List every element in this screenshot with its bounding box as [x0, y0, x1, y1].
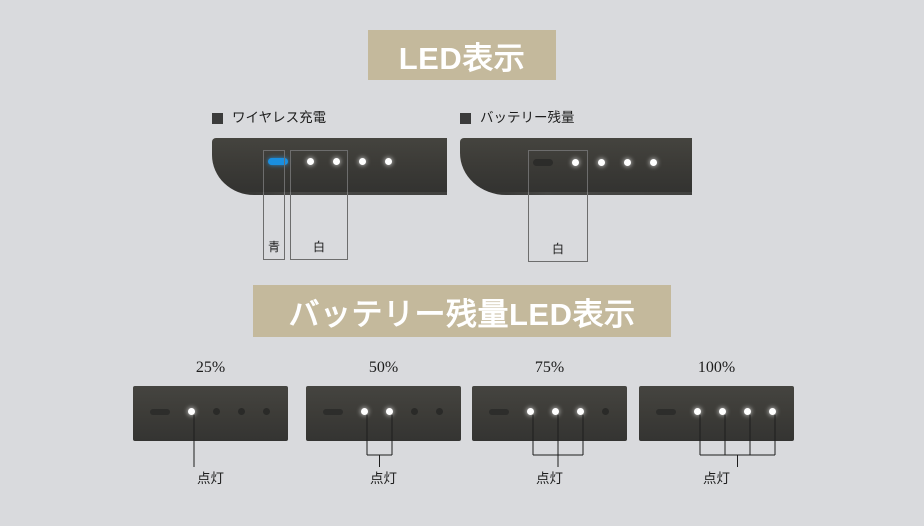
battery-panel-100-dot-led-2 [719, 408, 726, 415]
battery-panel-75: 75% 点灯 [472, 359, 627, 485]
battery-panel-100-dot-led-1 [694, 408, 701, 415]
battery-panel-75-dot-led-1 [527, 408, 534, 415]
battery-panel-25-percent: 25% [195, 359, 226, 376]
callout-label-white: 白 [312, 240, 325, 254]
callout-label-white: 白 [551, 242, 564, 256]
battery-panel-75-bar-led [489, 408, 509, 415]
battery-panel-100-device [639, 386, 794, 441]
battery-panel-50-led-row [323, 408, 443, 415]
wireless-charging-group: ワイヤレス充電 青 白 [212, 110, 447, 260]
battery-panel-25-dot-led-3 [238, 408, 245, 415]
led-display-banner: LED表示 [368, 30, 556, 80]
wireless-dot-led-2 [333, 158, 340, 165]
battery-led-display-banner: バッテリー残量LED表示 [253, 285, 671, 337]
wireless-dot-led-1 [307, 158, 314, 165]
wireless-device-illustration: 青 白 [212, 138, 447, 260]
callout-box-white: 白 [528, 150, 588, 262]
wireless-dot-led-3 [359, 158, 366, 165]
battery-panel-75-dot-led-2 [552, 408, 559, 415]
battery-panel-25: 25% 点灯 [133, 359, 288, 485]
battery-panel-75-dot-led-3 [577, 408, 584, 415]
battery-panel-100-dot-led-3 [744, 408, 751, 415]
battery-panel-75-dot-led-4 [602, 408, 609, 415]
battery-panel-25-device [133, 386, 288, 441]
battery-panel-50: 50% 点灯 [306, 359, 461, 485]
wireless-bar-led [268, 158, 288, 165]
battery-panel-100-dot-led-4 [769, 408, 776, 415]
battery-panel-75-percent: 75% [534, 359, 565, 376]
battery-panel-100-caption: 点灯 [703, 471, 730, 486]
battery-panel-100: 100% 点灯 [639, 359, 794, 485]
battery-panel-25-dot-led-1 [188, 408, 195, 415]
battery-panel-50-dot-led-3 [411, 408, 418, 415]
battery-dot-led-3 [624, 159, 631, 166]
battery-panel-50-caption: 点灯 [370, 471, 397, 486]
battery-dot-led-2 [598, 159, 605, 166]
battery-panel-100-percent: 100% [697, 359, 736, 376]
battery-panel-50-percent: 50% [368, 359, 399, 376]
battery-panel-25-caption: 点灯 [197, 471, 224, 486]
wireless-charging-label: ワイヤレス充電 [232, 110, 327, 126]
battery-level-group: バッテリー残量 白 [460, 110, 692, 262]
wireless-charging-header: ワイヤレス充電 [212, 110, 447, 126]
square-bullet-icon [212, 112, 223, 124]
battery-bar-led [533, 159, 553, 166]
battery-panel-100-led-row [656, 408, 776, 415]
battery-level-header: バッテリー残量 [460, 110, 692, 126]
battery-panel-75-device [472, 386, 627, 441]
callout-box-white: 白 [290, 150, 348, 260]
wireless-dot-led-4 [385, 158, 392, 165]
battery-panel-50-bar-led [323, 408, 343, 415]
wireless-led-row [268, 158, 392, 165]
battery-panel-50-connector [366, 415, 393, 467]
battery-panel-25-led-row [150, 408, 270, 415]
callout-label-blue: 青 [267, 240, 280, 254]
battery-panel-100-bar-led [656, 408, 676, 415]
battery-dot-led-1 [572, 159, 579, 166]
battery-led-display-banner-title: バッテリー残量LED表示 [288, 296, 636, 332]
battery-level-label: バッテリー残量 [480, 110, 575, 126]
battery-panel-50-dot-led-2 [386, 408, 393, 415]
battery-panel-25-connector [193, 415, 195, 467]
battery-panel-75-led-row [489, 408, 609, 415]
battery-panel-25-bar-led [150, 408, 170, 415]
led-display-banner-title: LED表示 [398, 40, 526, 76]
battery-panel-100-connector [699, 415, 776, 467]
battery-dot-led-4 [650, 159, 657, 166]
battery-panel-75-caption: 点灯 [536, 471, 563, 486]
battery-panel-50-device [306, 386, 461, 441]
square-bullet-icon [460, 112, 471, 124]
battery-device-illustration: 白 [460, 138, 692, 262]
battery-led-row [533, 159, 657, 166]
battery-panel-50-dot-led-1 [361, 408, 368, 415]
battery-panel-25-dot-led-4 [263, 408, 270, 415]
callout-box-blue: 青 [263, 150, 285, 260]
battery-panel-50-dot-led-4 [436, 408, 443, 415]
battery-panel-25-dot-led-2 [213, 408, 220, 415]
battery-panel-75-connector [532, 415, 584, 467]
